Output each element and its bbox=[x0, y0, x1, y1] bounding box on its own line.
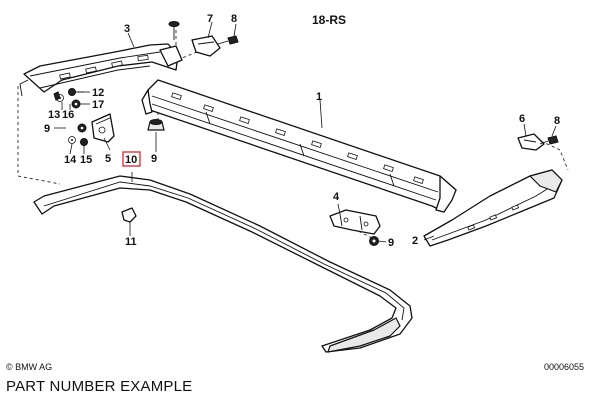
label-part-11[interactable]: 11 bbox=[125, 236, 137, 248]
part-7-bracket[interactable] bbox=[191, 35, 221, 57]
part-4-bracket[interactable] bbox=[329, 209, 381, 235]
part-9-buffer[interactable] bbox=[147, 119, 165, 131]
label-part-6[interactable]: 6 bbox=[519, 113, 525, 125]
part-10-bumper-trim[interactable] bbox=[33, 175, 413, 353]
section-code: 18-RS bbox=[312, 13, 346, 27]
label-part-17[interactable]: 17 bbox=[92, 99, 104, 111]
fasteners bbox=[53, 21, 559, 246]
washer-icon[interactable] bbox=[68, 136, 76, 144]
label-part-14[interactable]: 14 bbox=[64, 154, 77, 166]
label-part-3[interactable]: 3 bbox=[124, 23, 130, 35]
highlight-box bbox=[122, 151, 141, 167]
part-number-labels: 3 7 8 1 4 2 5 6 8 9 9 9 11 12 13 14 15 1… bbox=[44, 13, 560, 249]
label-part-9-left[interactable]: 9 bbox=[44, 123, 50, 135]
label-part-15[interactable]: 15 bbox=[80, 154, 92, 166]
label-part-12[interactable]: 12 bbox=[92, 87, 104, 99]
nut-icon[interactable] bbox=[77, 123, 87, 133]
image-number: 00006055 bbox=[544, 362, 584, 372]
nut-icon[interactable] bbox=[80, 138, 88, 146]
part-2-end-piece[interactable] bbox=[423, 169, 563, 247]
part-3-bracket[interactable] bbox=[19, 43, 183, 97]
copyright-text: © BMW AG bbox=[6, 362, 52, 372]
nut-icon[interactable] bbox=[71, 99, 81, 109]
part-5-bracket[interactable] bbox=[91, 113, 115, 143]
part-6-bracket[interactable] bbox=[517, 133, 545, 151]
label-part-9-right[interactable]: 9 bbox=[388, 237, 394, 249]
part-1-carrier[interactable] bbox=[141, 79, 457, 213]
part-11-clip[interactable] bbox=[121, 207, 137, 223]
label-part-13[interactable]: 13 bbox=[48, 109, 60, 121]
label-part-8[interactable]: 8 bbox=[231, 13, 237, 25]
label-part-9-center[interactable]: 9 bbox=[151, 153, 157, 165]
caption: PART NUMBER EXAMPLE bbox=[6, 378, 193, 395]
label-part-8-right[interactable]: 8 bbox=[554, 115, 560, 127]
screw-icon[interactable] bbox=[53, 91, 61, 101]
nut-icon[interactable] bbox=[369, 236, 379, 246]
label-part-2[interactable]: 2 bbox=[412, 235, 418, 247]
label-part-5[interactable]: 5 bbox=[105, 153, 111, 165]
bolt-icon[interactable] bbox=[539, 135, 559, 145]
label-part-10[interactable]: 10 bbox=[125, 154, 137, 166]
bolt-icon[interactable] bbox=[217, 35, 239, 45]
label-part-16[interactable]: 16 bbox=[62, 109, 74, 121]
leader-lines bbox=[54, 21, 557, 243]
label-part-1[interactable]: 1 bbox=[316, 91, 322, 103]
label-part-4[interactable]: 4 bbox=[333, 191, 340, 203]
label-part-7[interactable]: 7 bbox=[207, 13, 213, 25]
bolt-icon[interactable] bbox=[168, 21, 180, 41]
